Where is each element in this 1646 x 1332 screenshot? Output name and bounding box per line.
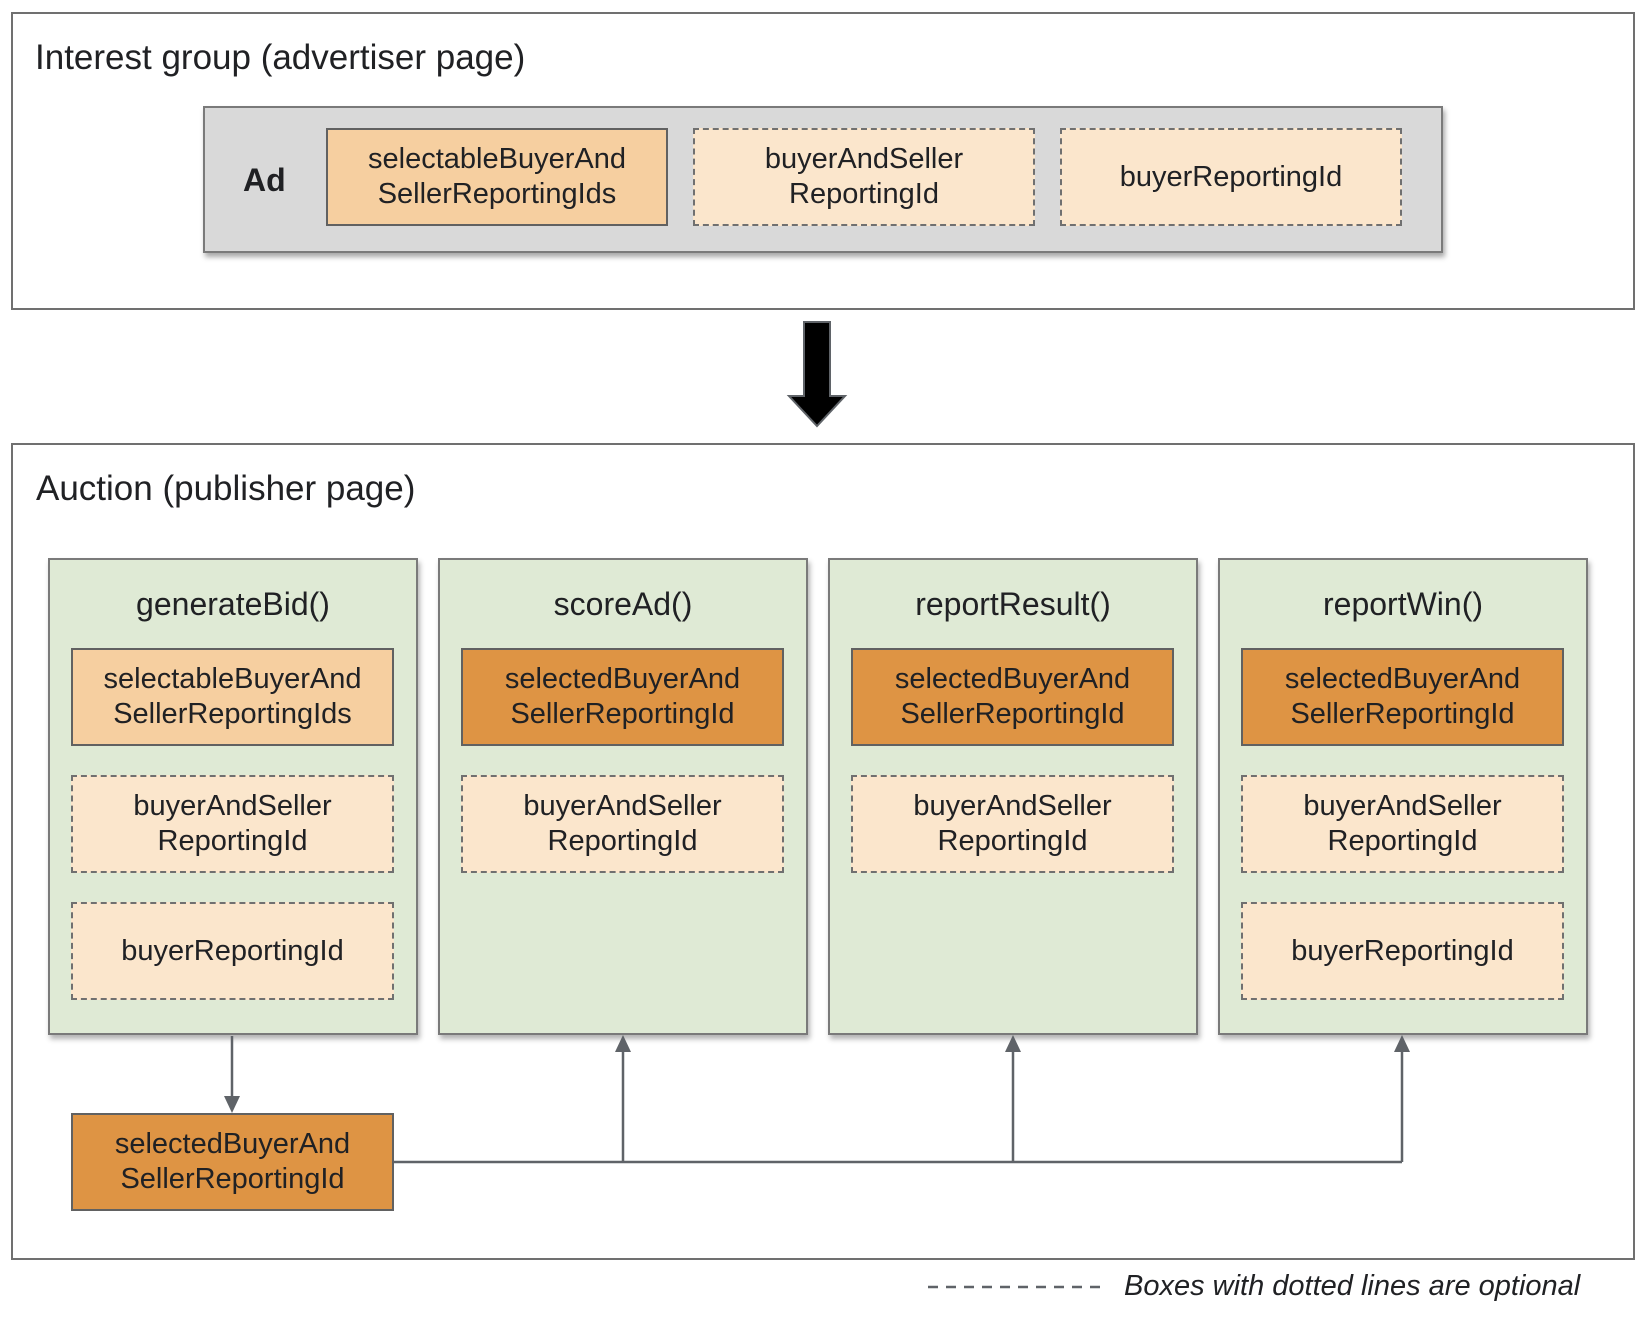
function-name: scoreAd() — [553, 586, 693, 622]
ad-label: Ad — [243, 162, 286, 198]
ig-field-buyer-reporting-id: buyerReportingId — [1060, 128, 1402, 226]
score-ad-field-selected-id: selectedBuyerAnd SellerReportingId — [461, 648, 784, 746]
function-name: reportResult() — [915, 586, 1111, 622]
report-result-field-selected-id: selectedBuyerAnd SellerReportingId — [851, 648, 1174, 746]
generate-bid-field-buyer-and-seller-id: buyerAndSeller ReportingId — [71, 775, 394, 873]
arrowhead-up-icon — [1394, 1035, 1410, 1052]
legend-text: Boxes with dotted lines are optional — [1124, 1270, 1581, 1302]
generate-bid-field-selectable-ids: selectableBuyerAnd SellerReportingIds — [71, 648, 394, 746]
ig-field-buyer-and-seller-id: buyerAndSeller ReportingId — [693, 128, 1035, 226]
legend-dashed-line-icon — [928, 1285, 1104, 1289]
arrowhead-up-icon — [1005, 1035, 1021, 1052]
report-win-field-buyer-reporting-id: buyerReportingId — [1241, 902, 1564, 1000]
ig-field-selectable-ids: selectableBuyerAnd SellerReportingIds — [326, 128, 668, 226]
report-result-field-buyer-and-seller-id: buyerAndSeller ReportingId — [851, 775, 1174, 873]
arrowhead-up-icon — [615, 1035, 631, 1052]
auction-title: Auction (publisher page) — [36, 469, 416, 508]
interest-group-title: Interest group (advertiser page) — [35, 38, 526, 77]
function-name: generateBid() — [136, 586, 330, 622]
generate-bid-field-buyer-reporting-id: buyerReportingId — [71, 902, 394, 1000]
report-win-field-selected-id: selectedBuyerAnd SellerReportingId — [1241, 648, 1564, 746]
score-ad-field-buyer-and-seller-id: buyerAndSeller ReportingId — [461, 775, 784, 873]
function-name: reportWin() — [1322, 586, 1483, 622]
down-arrow-icon — [786, 321, 848, 428]
output-selected-id: selectedBuyerAnd SellerReportingId — [71, 1113, 394, 1211]
arrowhead-down-icon — [224, 1096, 240, 1113]
report-win-field-buyer-and-seller-id: buyerAndSeller ReportingId — [1241, 775, 1564, 873]
